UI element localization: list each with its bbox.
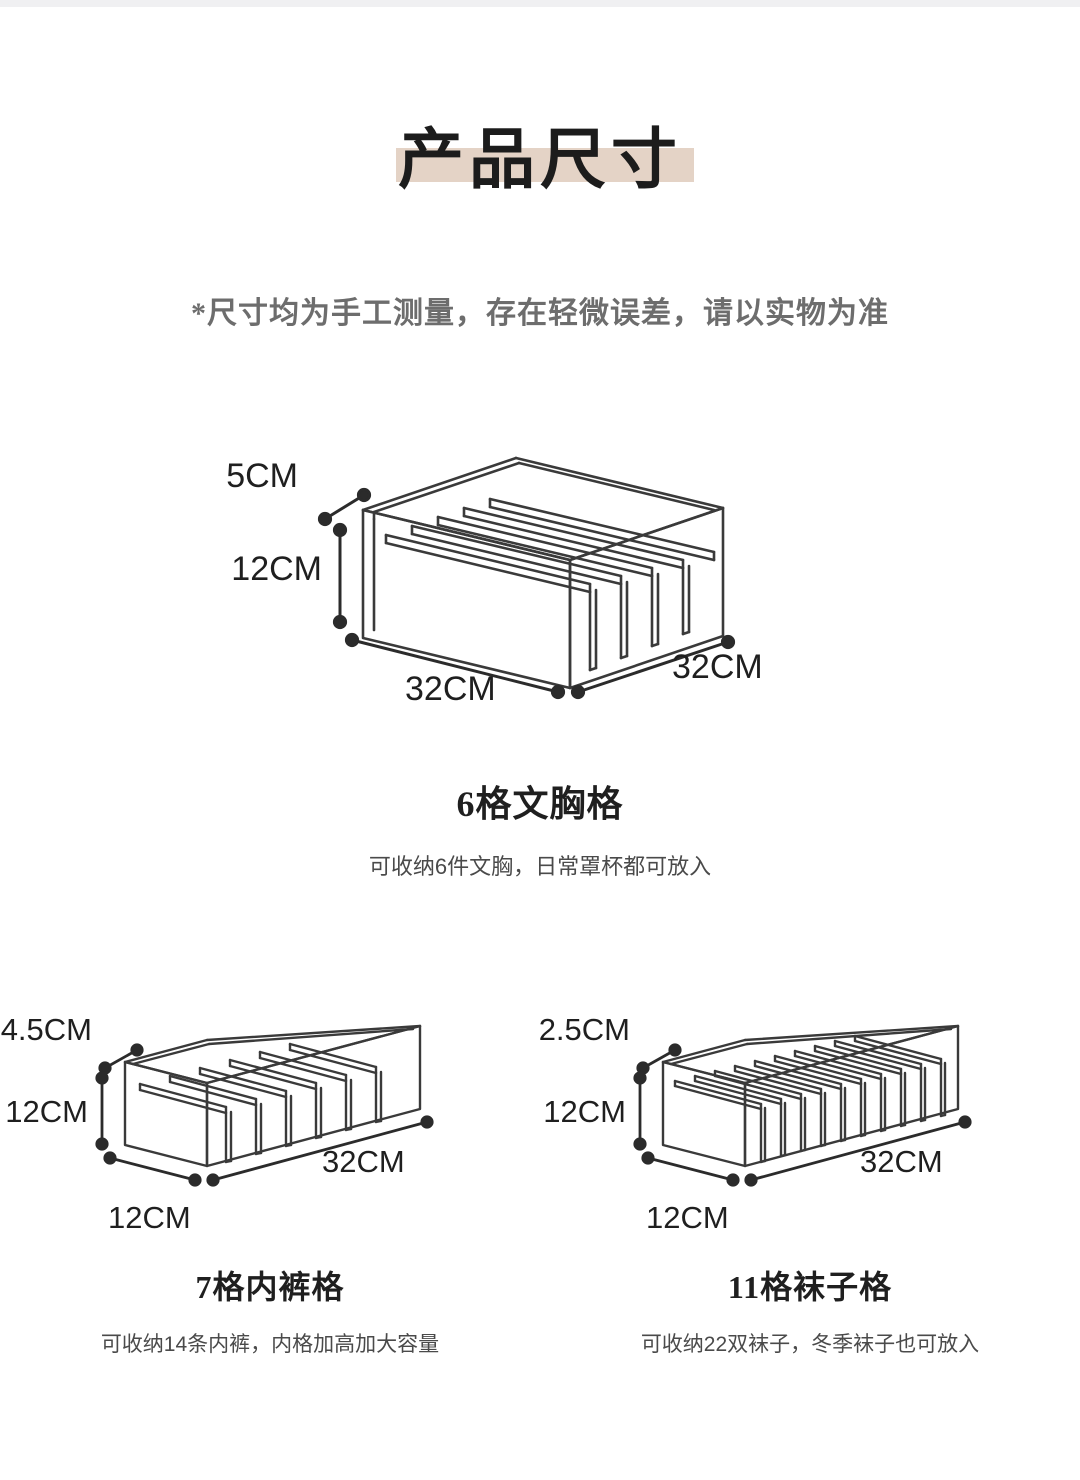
dimension-height xyxy=(95,1071,109,1151)
dimension-label-width: 32CM xyxy=(405,670,496,708)
product-underwear-organizer: 4.5CM 12CM 12CM 32CM 7格内裤 xyxy=(0,940,540,1358)
dimension-depth xyxy=(206,1115,434,1187)
dimension-height xyxy=(633,1071,647,1151)
underwear-organizer-svg: 4.5CM 12CM 12CM 32CM xyxy=(1,1012,434,1235)
product-name: 11格袜子格 xyxy=(727,1269,893,1305)
dimension-width xyxy=(344,632,566,700)
dimension-label-lip: 5CM xyxy=(226,457,298,495)
dimension-label-width: 12CM xyxy=(646,1200,729,1235)
product-description: 可收纳6件文胸，日常罩杯都可放入 xyxy=(368,854,712,879)
dimension-depth xyxy=(744,1115,972,1187)
product-description: 可收纳22双袜子，冬季袜子也可放入 xyxy=(640,1333,980,1356)
dimension-label-lip: 4.5CM xyxy=(1,1012,92,1047)
bra-organizer-svg: 5CM 12CM 32CM 32CM xyxy=(226,456,763,708)
product-bra-organizer: 5CM 12CM 32CM 32CM 6格文胸格 xyxy=(0,400,1080,881)
dimension-label-height: 12CM xyxy=(543,1094,626,1129)
page-title: 产品尺寸 xyxy=(398,124,682,197)
dimension-width xyxy=(641,1151,740,1187)
dimension-depth xyxy=(570,634,736,700)
measurement-disclaimer: *尺寸均为手工测量，存在轻微误差，请以实物为准 xyxy=(191,297,889,330)
product-name: 6格文胸格 xyxy=(456,784,624,824)
top-edge-band xyxy=(0,0,1080,7)
dimension-label-depth: 32CM xyxy=(322,1144,405,1179)
product-socks-organizer: 2.5CM 12CM 12CM 32CM 11格袜 xyxy=(540,940,1080,1358)
dimension-label-height: 12CM xyxy=(5,1094,88,1129)
dimension-height xyxy=(332,522,348,630)
dimension-label-lip: 2.5CM xyxy=(540,1012,630,1047)
product-description: 可收纳14条内裤，内格加高加大容量 xyxy=(100,1333,440,1356)
product-name: 7格内裤格 xyxy=(195,1269,345,1305)
dimension-lip xyxy=(636,1043,682,1075)
socks-organizer-svg: 2.5CM 12CM 12CM 32CM xyxy=(540,1012,972,1235)
bra-organizer-diagram: 5CM 12CM 32CM 32CM xyxy=(0,400,1080,770)
dimension-label-width: 12CM xyxy=(108,1200,191,1235)
underwear-organizer-diagram: 4.5CM 12CM 12CM 32CM xyxy=(0,940,540,1260)
dimension-label-depth: 32CM xyxy=(672,648,763,686)
dimension-width xyxy=(103,1151,202,1187)
socks-organizer-diagram: 2.5CM 12CM 12CM 32CM xyxy=(540,940,1080,1260)
dimension-label-depth: 32CM xyxy=(860,1144,943,1179)
dimension-lip xyxy=(317,487,372,527)
page-title-area: 产品尺寸 xyxy=(0,128,1080,228)
title-highlight-bar xyxy=(396,148,694,182)
dimension-label-height: 12CM xyxy=(231,550,322,588)
